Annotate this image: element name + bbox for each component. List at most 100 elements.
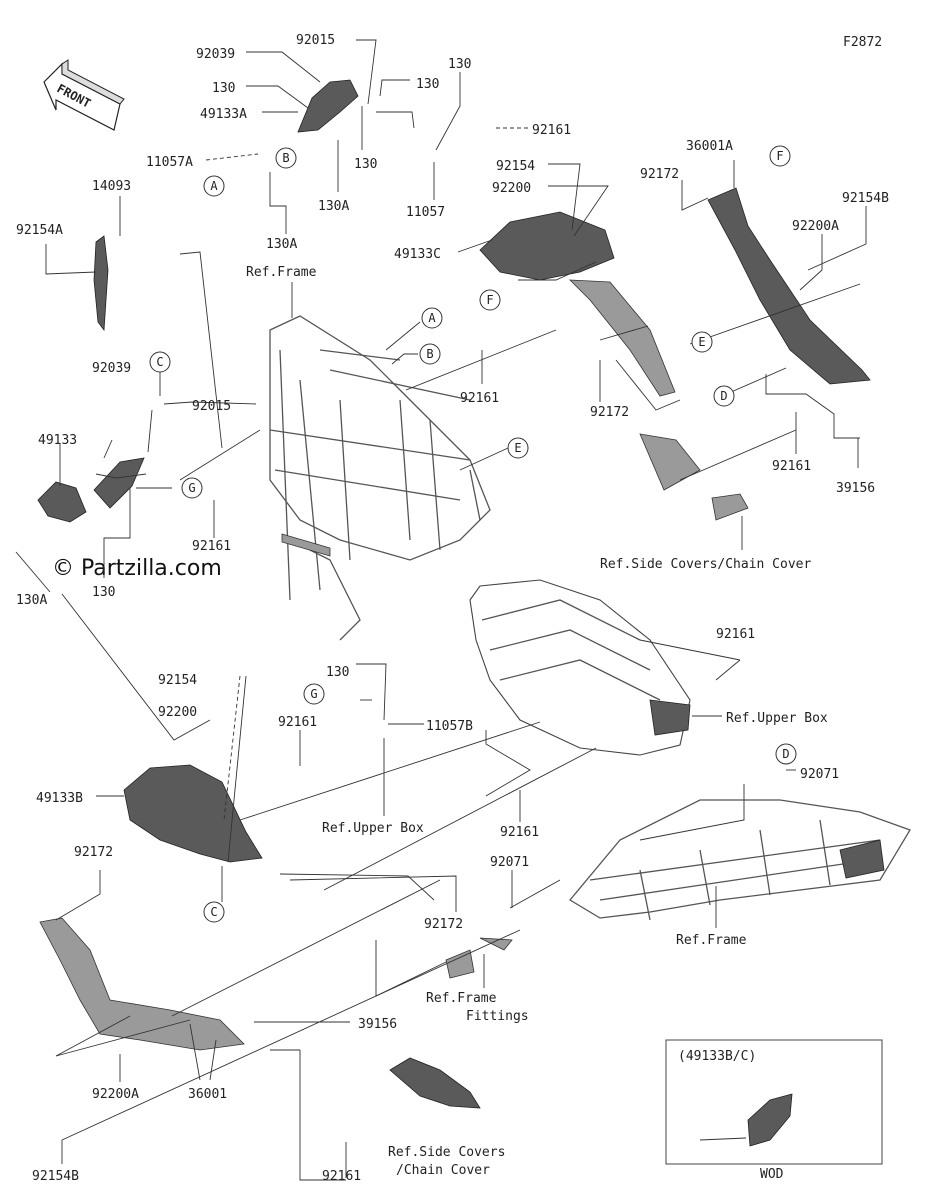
part-label: 92154B	[32, 1169, 79, 1184]
front-arrow-icon: FRONT	[43, 59, 125, 131]
panel-92154a-shape	[93, 235, 109, 332]
svg-text:G: G	[310, 687, 317, 701]
part-label: 92039	[92, 361, 131, 376]
ref-label: Ref.Frame	[426, 991, 497, 1006]
part-label: 49133C	[394, 247, 441, 262]
callout-f-2: F	[479, 289, 501, 311]
cover-49133c-shape	[479, 211, 615, 281]
part-label: 11057	[406, 205, 445, 220]
part-label: 92161	[500, 825, 539, 840]
cover-92039-shape	[93, 457, 145, 509]
part-label: 92172	[424, 917, 463, 932]
part-label: 36001A	[686, 139, 733, 154]
inset-caption: WOD	[760, 1167, 784, 1182]
ref-side-cover-bottom-shape	[389, 1057, 481, 1109]
part-label: 92161	[322, 1169, 361, 1184]
svg-text:F: F	[776, 149, 783, 163]
svg-text:F: F	[486, 293, 493, 307]
callout-b-1: B	[275, 147, 297, 169]
part-label: 130	[212, 81, 235, 96]
part-label: 130	[354, 157, 377, 172]
part-label: 92154	[158, 673, 197, 688]
callout-e-1: E	[507, 437, 529, 459]
part-label: 14093	[92, 179, 131, 194]
inset-detail-line	[699, 1137, 747, 1141]
part-label: 92154B	[842, 191, 889, 206]
svg-text:C: C	[210, 905, 217, 919]
part-label: 92200	[158, 705, 197, 720]
part-label: 92161	[716, 627, 755, 642]
part-label: 130	[326, 665, 349, 680]
part-label: 49133	[38, 433, 77, 448]
part-label: 130A	[318, 199, 349, 214]
part-label: 92154	[496, 159, 535, 174]
part-label: 92200A	[792, 219, 839, 234]
part-label: 92161	[192, 539, 231, 554]
leader-lines	[15, 39, 867, 1181]
svg-text:D: D	[782, 747, 789, 761]
part-label: 92015	[192, 399, 231, 414]
part-39156-shape	[639, 433, 701, 491]
callout-g-2: G	[303, 683, 325, 705]
cover-92172-shape	[568, 279, 676, 397]
part-label: 36001	[188, 1087, 227, 1102]
svg-text:E: E	[514, 441, 521, 455]
part-label: 92071	[490, 855, 529, 870]
part-label: 92172	[74, 845, 113, 860]
ref-label: Ref.Upper Box	[726, 711, 828, 726]
part-label: 92161	[772, 459, 811, 474]
part-label: 92161	[278, 715, 317, 730]
callout-a-1: A	[203, 175, 225, 197]
watermark: © Partzilla.com	[52, 556, 222, 581]
figure-code: F2872	[843, 35, 882, 50]
ref-label: /Chain Cover	[396, 1163, 490, 1178]
upper-box-shape	[469, 579, 691, 756]
callout-c-1: C	[149, 351, 171, 373]
part-label: 39156	[358, 1017, 397, 1032]
part-label: 92154A	[16, 223, 63, 238]
frame-rear-shape	[569, 799, 911, 921]
frame-top-shape	[269, 315, 491, 641]
ref-label: Fittings	[466, 1009, 529, 1024]
part-label: 92161	[460, 391, 499, 406]
callout-c-2: C	[203, 901, 225, 923]
callout-a-2: A	[421, 307, 443, 329]
inset-title: (49133B/C)	[678, 1049, 756, 1064]
cover-49133a-shape	[297, 79, 359, 133]
part-label: 92172	[590, 405, 629, 420]
svg-text:B: B	[282, 151, 289, 165]
svg-text:D: D	[720, 389, 727, 403]
callout-e-2: E	[691, 331, 713, 353]
part-label: 92039	[196, 47, 235, 62]
svg-text:B: B	[426, 347, 433, 361]
part-label: 130	[92, 585, 115, 600]
part-label: 11057B	[426, 719, 473, 734]
ref-label: Ref.Frame	[246, 265, 317, 280]
part-label: 92015	[296, 33, 335, 48]
part-label: 92200A	[92, 1087, 139, 1102]
ref-label: Ref.Side Covers	[388, 1145, 505, 1160]
svg-text:A: A	[210, 179, 218, 193]
inset-box	[665, 1039, 883, 1165]
callout-b-2: B	[419, 343, 441, 365]
part-label: 92071	[800, 767, 839, 782]
callout-f-1: F	[769, 145, 791, 167]
part-label: 92172	[640, 167, 679, 182]
shroud-lower-shape	[39, 917, 245, 1051]
callout-g-1: G	[181, 477, 203, 499]
part-label: 49133B	[36, 791, 83, 806]
part-label: 49133A	[200, 107, 247, 122]
part-label: 130A	[266, 237, 297, 252]
part-label: 11057A	[146, 155, 193, 170]
callout-d-2: D	[775, 743, 797, 765]
cover-49133b-shape	[123, 764, 263, 863]
svg-text:A: A	[428, 311, 436, 325]
part-label: 92161	[532, 123, 571, 138]
part-label: 39156	[836, 481, 875, 496]
inset-cover-shape	[747, 1093, 793, 1147]
svg-text:C: C	[156, 355, 163, 369]
ref-side-cover-top-shape	[711, 493, 749, 521]
frame-fittings-shape-2	[479, 937, 513, 951]
svg-text:E: E	[698, 335, 705, 349]
